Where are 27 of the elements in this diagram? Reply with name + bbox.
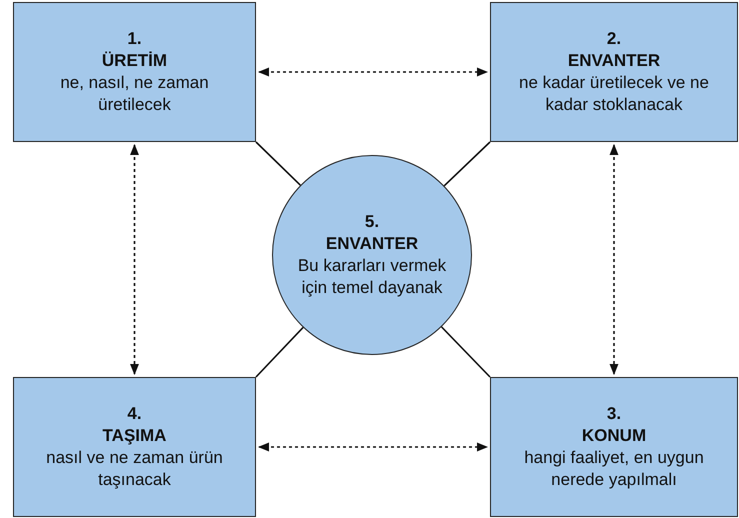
- step-heading: ENVANTER: [326, 232, 418, 255]
- step-number: 5.: [364, 210, 380, 233]
- step-number: 1.: [127, 28, 142, 50]
- dotted-arrow: [130, 144, 139, 376]
- dotted-arrow: [258, 442, 488, 452]
- process-box: [13, 2, 256, 142]
- step-heading: KONUM: [582, 424, 646, 447]
- connector-line: [440, 326, 491, 378]
- process-box: [490, 2, 738, 142]
- step-description: ne, nasıl, ne zaman üretilecek: [59, 72, 210, 116]
- step-heading: TAŞIMA: [102, 424, 166, 447]
- step-number: 4.: [127, 402, 142, 425]
- dotted-arrow: [258, 68, 488, 76]
- step-heading: ENVANTER: [568, 50, 660, 72]
- connector-line: [255, 326, 304, 378]
- step-description: Bu kararları vermek için temel dayanak: [296, 255, 448, 300]
- step-number: 3.: [606, 402, 622, 425]
- step-description: ne kadar üretilecek ve ne kadar stoklanacak: [518, 72, 710, 116]
- connector-line: [444, 141, 491, 186]
- connector-line: [255, 141, 301, 186]
- step-description: hangi faaliyet, en uygun nerede yapılmalı: [523, 447, 705, 492]
- process-box: [13, 377, 256, 517]
- step-number: 2.: [606, 28, 622, 50]
- dotted-arrow: [610, 144, 618, 376]
- process-box: [490, 377, 738, 517]
- step-heading: ÜRETİM: [102, 50, 168, 72]
- step-description: nasıl ve ne zaman ürün taşınacak: [45, 447, 224, 492]
